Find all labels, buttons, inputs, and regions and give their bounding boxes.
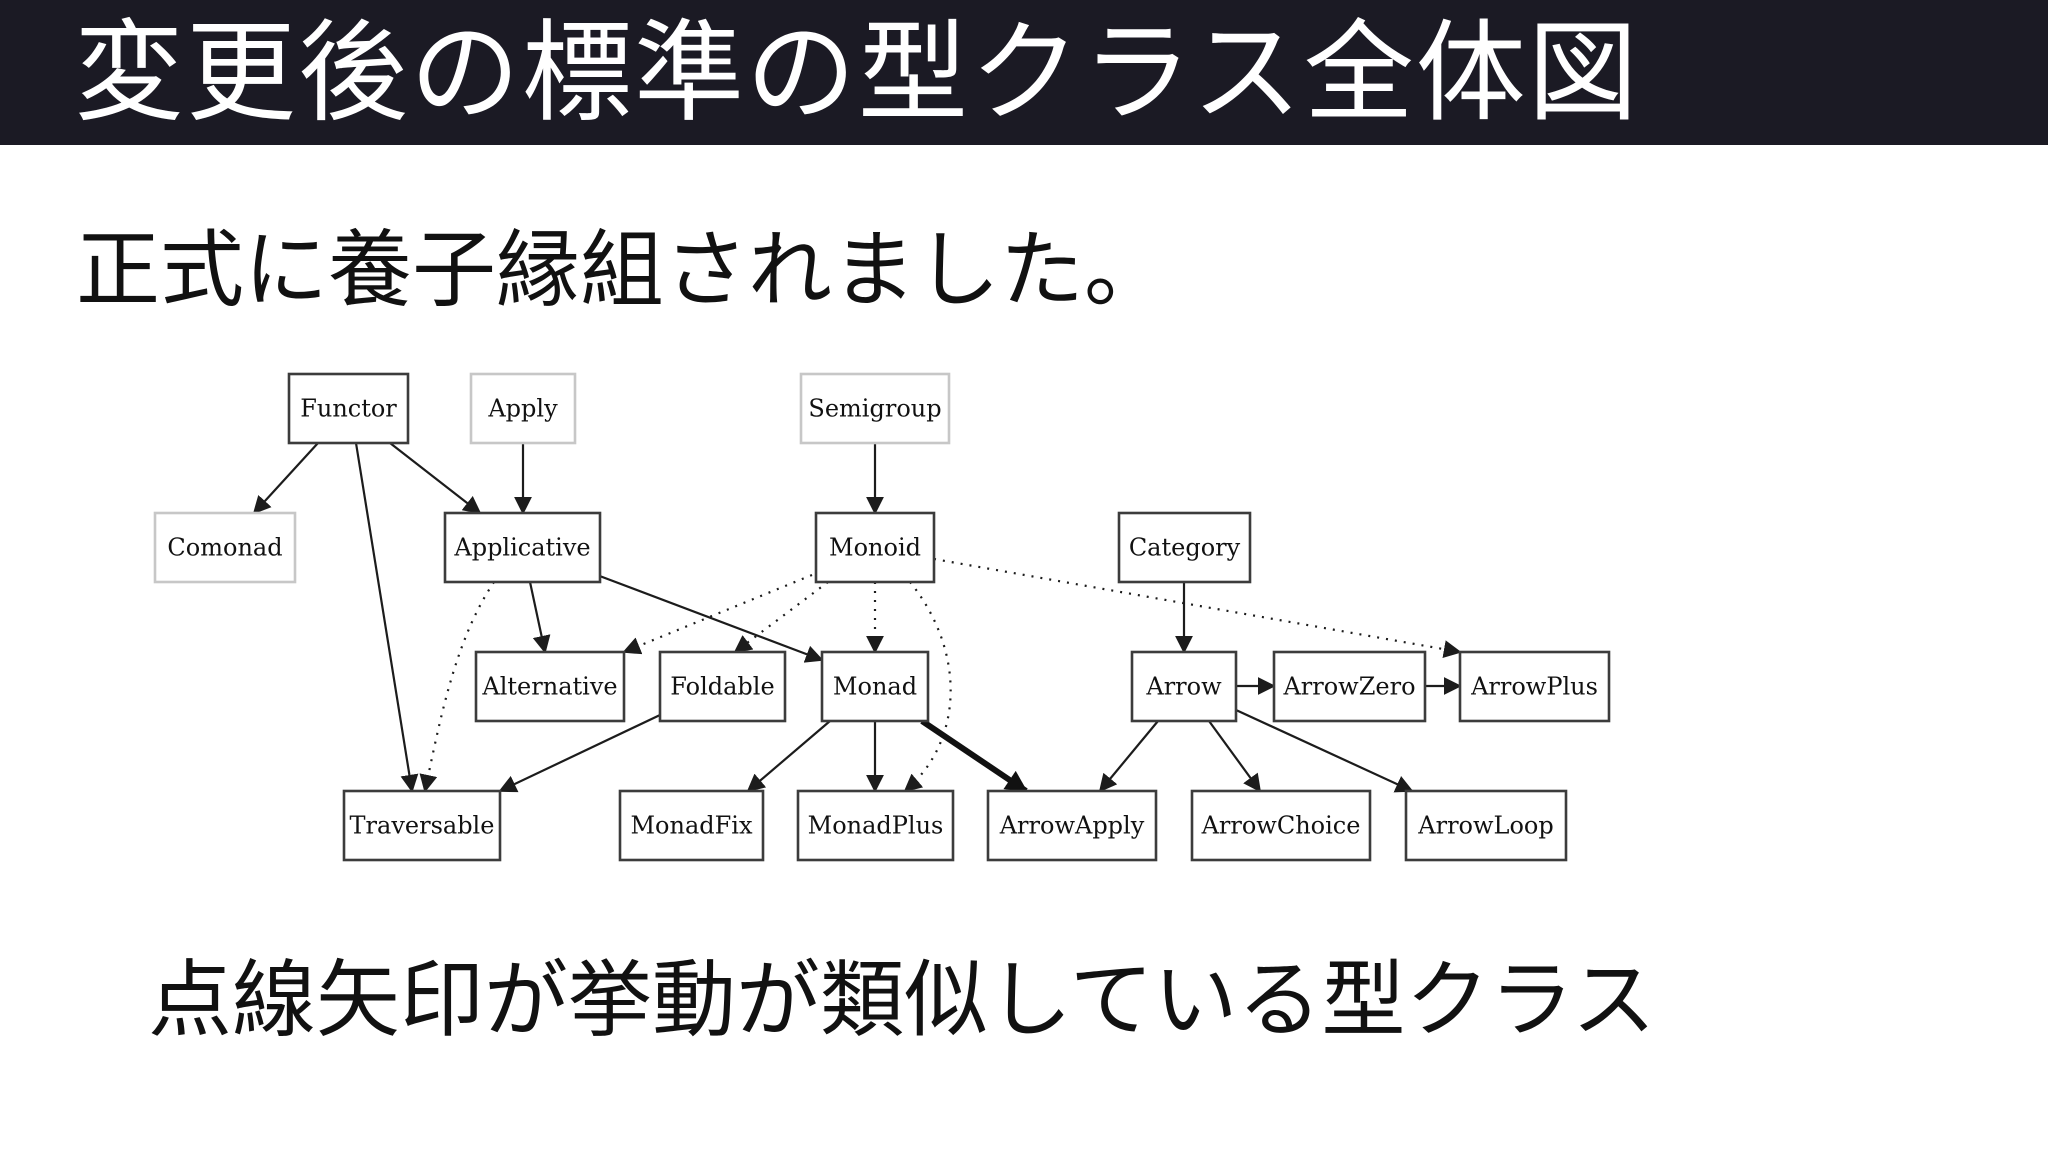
node-label: Monoid <box>829 534 921 562</box>
node-alternative: Alternative <box>474 650 626 723</box>
edge-monad-to-arrowapply <box>920 718 1028 794</box>
node-monoid: Monoid <box>814 511 936 584</box>
node-label: ArrowApply <box>999 812 1145 840</box>
node-box <box>820 650 930 723</box>
slide-note: 点線矢印が挙動が類似している型クラス <box>148 951 1656 1049</box>
node-label: Category <box>1129 534 1241 562</box>
node-label: MonadPlus <box>808 812 944 840</box>
node-label: Alternative <box>481 673 617 701</box>
node-label: Foldable <box>670 673 774 701</box>
node-apply: Apply <box>469 372 577 445</box>
node-arrow: Arrow <box>1130 650 1238 723</box>
edge-arrow-to-arrowchoice <box>1208 720 1262 793</box>
node-label: ArrowZero <box>1282 673 1415 701</box>
node-arrowloop: ArrowLoop <box>1404 789 1568 862</box>
node-label: ArrowLoop <box>1417 812 1553 840</box>
node-category: Category <box>1117 511 1252 584</box>
node-monadfix: MonadFix <box>618 789 765 862</box>
node-label: Traversable <box>350 812 495 840</box>
node-box <box>153 511 297 584</box>
node-box <box>986 789 1158 862</box>
node-functor: Functor <box>287 372 410 445</box>
node-box <box>1272 650 1427 723</box>
edge-applicative-to-monad <box>596 573 824 663</box>
edge-applicative-to-alternative <box>528 581 551 654</box>
node-box <box>796 789 955 862</box>
node-box <box>1130 650 1238 723</box>
node-label: ArrowChoice <box>1201 812 1361 840</box>
node-comonad: Comonad <box>153 511 297 584</box>
edge-applicative-to-traversable <box>419 581 495 793</box>
node-label: Functor <box>300 395 397 423</box>
title-bar: 変更後の標準の型クラス全体図 <box>0 0 2048 145</box>
node-box <box>287 372 410 445</box>
node-label: Monad <box>833 673 917 701</box>
edge-foldable-to-traversable <box>498 714 661 793</box>
node-box <box>1117 511 1252 584</box>
node-label: Applicative <box>453 534 590 562</box>
node-arrowchoice: ArrowChoice <box>1190 789 1372 862</box>
node-box <box>469 372 577 445</box>
slide-title: 変更後の標準の型クラス全体図 <box>74 9 1640 137</box>
node-arrowapply: ArrowApply <box>986 789 1158 862</box>
node-box <box>342 789 502 862</box>
node-traversable: Traversable <box>342 789 502 862</box>
node-box <box>1404 789 1568 862</box>
node-box <box>618 789 765 862</box>
node-box <box>814 511 936 584</box>
node-label: Arrow <box>1145 673 1222 701</box>
node-box <box>1458 650 1611 723</box>
edge-monoid-to-foldable <box>733 581 829 654</box>
edge-arrow-to-arrowapply <box>1098 720 1159 793</box>
node-label: Semigroup <box>808 395 941 423</box>
node-label: Comonad <box>167 534 282 562</box>
edge-arrow-to-arrowloop <box>1235 709 1414 793</box>
node-monad: Monad <box>820 650 930 723</box>
node-label: MonadFix <box>630 812 752 840</box>
node-box <box>799 372 951 445</box>
node-arrowzero: ArrowZero <box>1272 650 1427 723</box>
node-box <box>474 650 626 723</box>
edge-functor-to-applicative <box>389 442 482 515</box>
edge-monoid-to-alternative <box>622 573 813 655</box>
node-box <box>1190 789 1372 862</box>
node-label: Apply <box>487 395 558 423</box>
slide-subtitle: 正式に養子縁組されました。 <box>76 221 1169 319</box>
node-label: ArrowPlus <box>1470 673 1598 701</box>
node-arrowplus: ArrowPlus <box>1458 650 1611 723</box>
node-monadplus: MonadPlus <box>796 789 955 862</box>
node-box <box>443 511 602 584</box>
node-semigroup: Semigroup <box>799 372 951 445</box>
node-box <box>658 650 787 723</box>
edge-functor-to-traversable <box>354 442 419 793</box>
edge-monad-to-monadfix <box>746 720 831 793</box>
edge-functor-to-comonad <box>252 442 319 515</box>
node-foldable: Foldable <box>658 650 787 723</box>
node-applicative: Applicative <box>443 511 602 584</box>
